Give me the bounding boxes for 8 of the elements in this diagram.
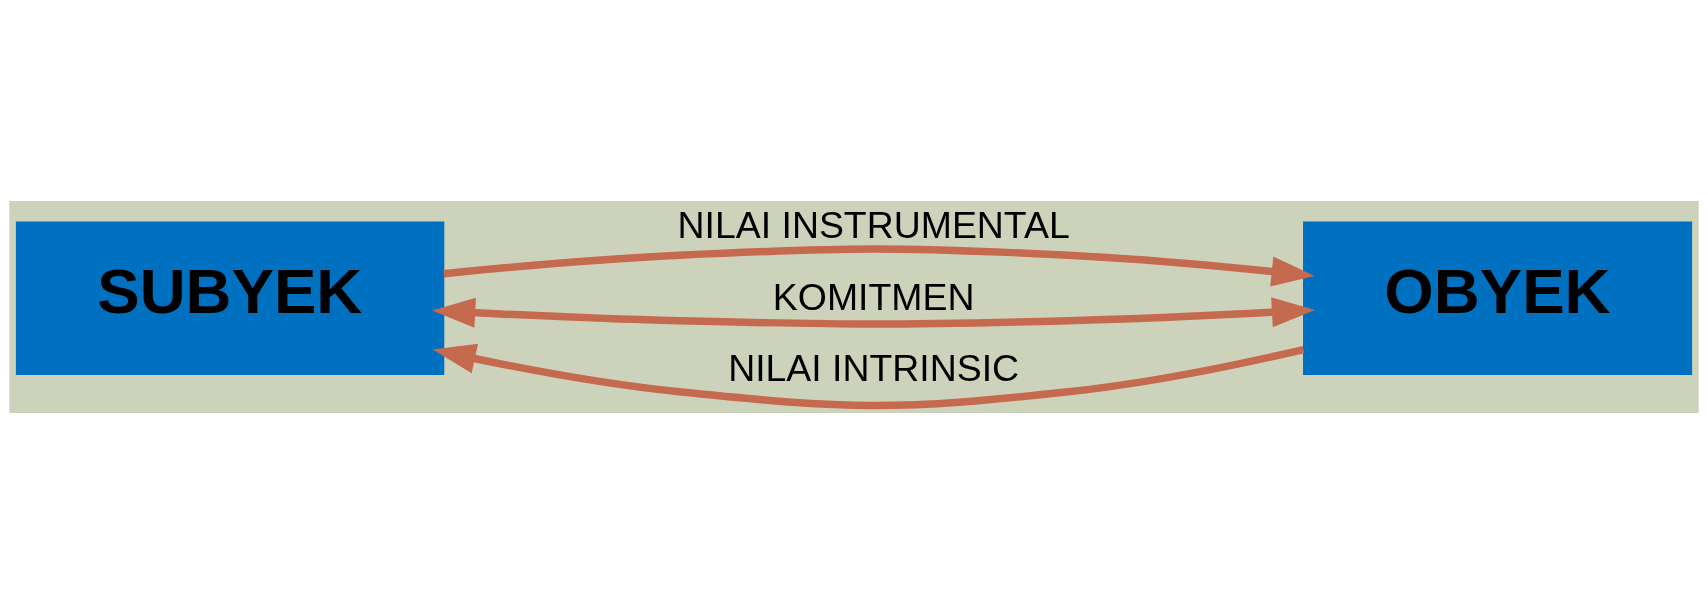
arrow: [432, 343, 1305, 409]
arrow: [432, 296, 1316, 328]
edge-label: NILAI INSTRUMENTAL: [677, 203, 1070, 246]
node-box: SUBYEK: [15, 221, 445, 375]
node-box: OBYEK: [1303, 221, 1693, 375]
edge-label: KOMITMEN: [772, 275, 975, 318]
edge-label: NILAI INTRINSIC: [728, 346, 1020, 389]
arrow: [443, 244, 1315, 286]
